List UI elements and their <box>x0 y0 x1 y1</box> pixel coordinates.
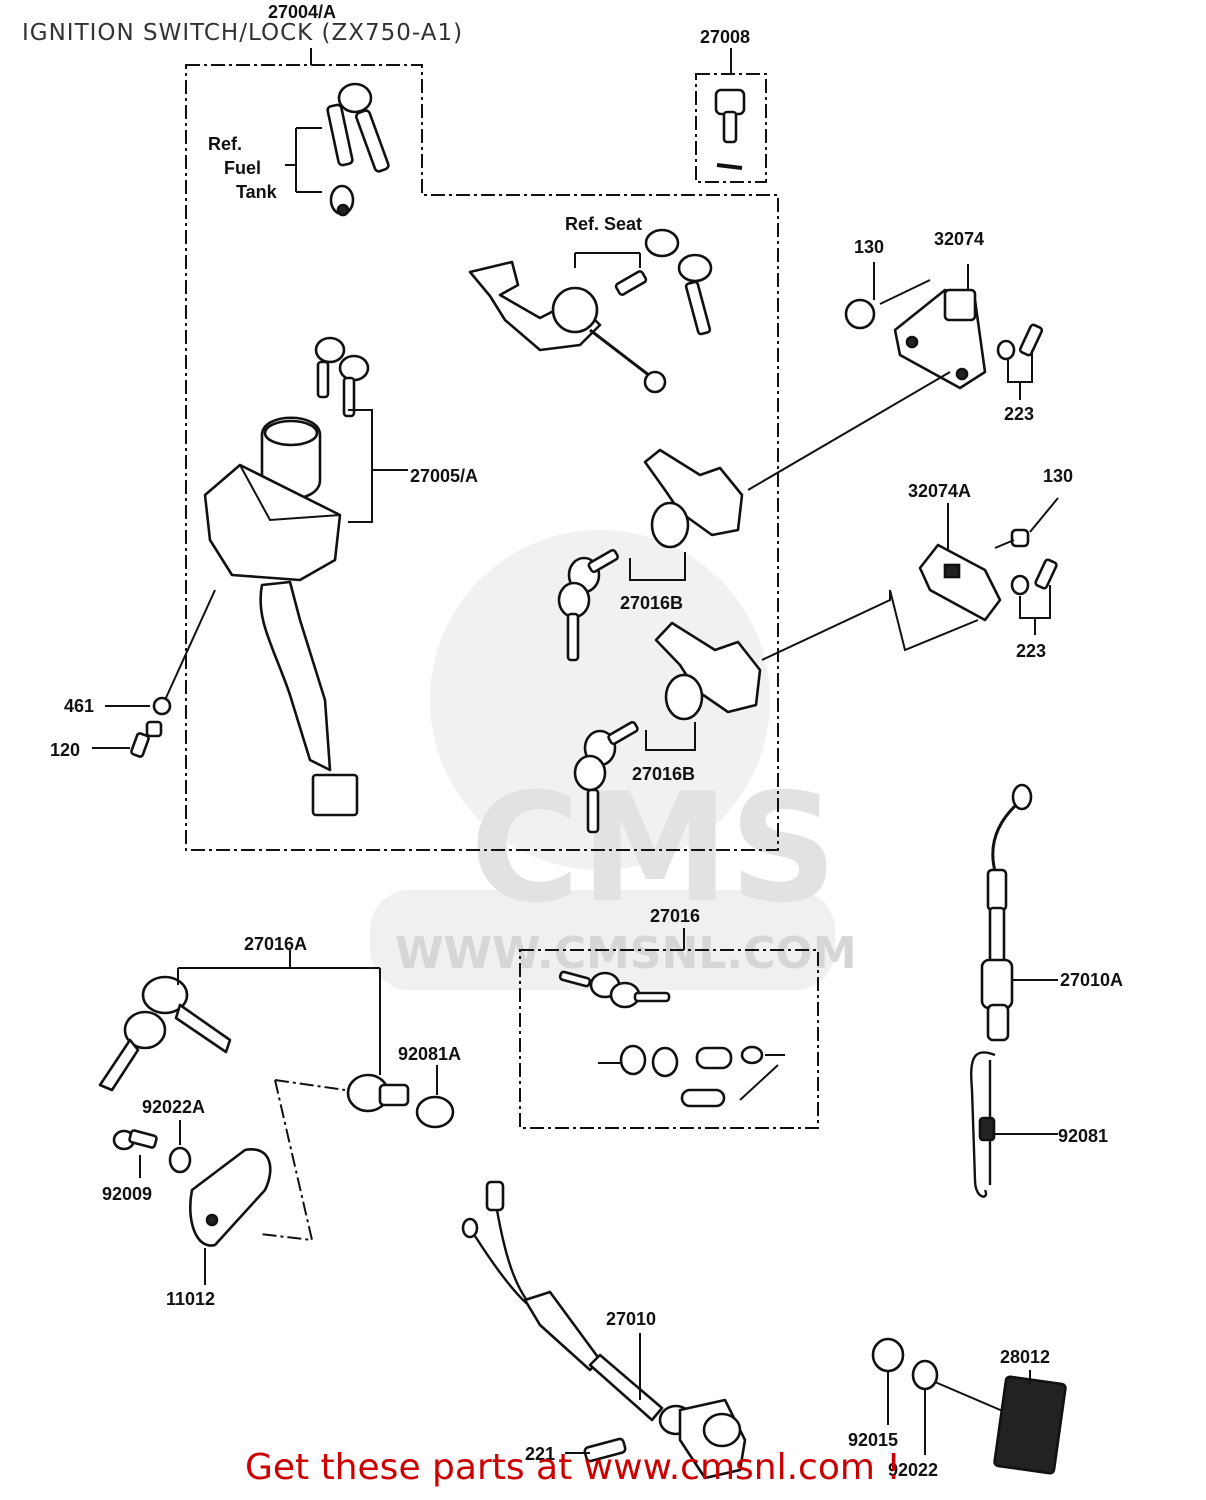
watermark: CMS WWW.CMSNL.COM <box>370 530 857 990</box>
label-32074: 32074 <box>934 229 984 249</box>
washer-92022 <box>911 1359 939 1391</box>
label-92015: 92015 <box>848 1430 898 1450</box>
key-27008 <box>714 88 746 170</box>
cover-plate-outline <box>259 1079 346 1242</box>
lock-set-27016a <box>98 975 455 1129</box>
fasteners-223-lower <box>1010 558 1058 596</box>
label-130-upper: 130 <box>854 237 884 257</box>
label-ref-fuel-1: Ref. <box>208 134 242 154</box>
label-ref-seat: Ref. Seat <box>565 214 642 234</box>
bracket-28012 <box>993 1375 1067 1475</box>
part-120 <box>130 720 163 758</box>
label-92022: 92022 <box>888 1460 938 1480</box>
ignition-switch <box>164 336 370 817</box>
part-92009 <box>112 1129 158 1151</box>
footer-link[interactable]: Get these parts at www.cmsnl.com ! <box>245 1447 901 1488</box>
part-130-lower <box>1010 528 1030 548</box>
watermark-mascot <box>430 530 770 870</box>
label-27005a: 27005/A <box>410 466 478 486</box>
lock-parts-27016 <box>558 970 764 1108</box>
label-92081: 92081 <box>1058 1126 1108 1146</box>
bracket-32074 <box>893 288 987 390</box>
label-ref-fuel-3: Tank <box>236 182 278 202</box>
label-92022a: 92022A <box>142 1097 205 1117</box>
label-27004a: 27004/A <box>268 2 336 22</box>
label-223-upper: 223 <box>1004 404 1034 424</box>
label-221: 221 <box>525 1444 555 1464</box>
label-223-lower: 223 <box>1016 641 1046 661</box>
label-461: 461 <box>64 696 94 716</box>
watermark-url: WWW.CMSNL.COM <box>395 928 857 979</box>
label-130-lower: 130 <box>1043 466 1073 486</box>
bolt-221 <box>583 1437 627 1463</box>
label-32074a: 32074A <box>908 481 971 501</box>
page-title: IGNITION SWITCH/LOCK (ZX750-A1) <box>22 20 464 46</box>
label-ref-fuel-2: Fuel <box>224 158 261 178</box>
label-92081a: 92081A <box>398 1044 461 1064</box>
label-120: 120 <box>50 740 80 760</box>
label-27016b-lower: 27016B <box>632 764 695 784</box>
label-27010a: 27010A <box>1060 970 1123 990</box>
part-130-upper <box>844 298 876 330</box>
helmet-lock-lower <box>573 621 762 834</box>
switch-27010 <box>461 1180 747 1480</box>
part-92022a <box>168 1146 192 1174</box>
fuel-tank-keys <box>326 82 390 217</box>
fasteners-223-upper <box>996 323 1044 361</box>
label-11012: 11012 <box>166 1289 215 1309</box>
cover-plate-11012 <box>188 1148 272 1247</box>
label-27016b-upper: 27016B <box>620 593 683 613</box>
group-frame-27004a <box>185 64 779 851</box>
helmet-lock-upper <box>557 448 744 662</box>
label-27016: 27016 <box>650 906 700 926</box>
nut-92015 <box>871 1337 905 1373</box>
group-frame-27016 <box>519 949 819 1129</box>
bracket-32074a <box>918 543 1002 622</box>
seat-lock <box>468 228 713 394</box>
label-92009: 92009 <box>102 1184 152 1204</box>
label-27010: 27010 <box>606 1309 656 1329</box>
part-461 <box>152 696 172 716</box>
label-28012: 28012 <box>1000 1347 1050 1367</box>
label-27008: 27008 <box>700 27 750 47</box>
switch-27010a <box>980 783 1033 1042</box>
label-27016a: 27016A <box>244 934 307 954</box>
